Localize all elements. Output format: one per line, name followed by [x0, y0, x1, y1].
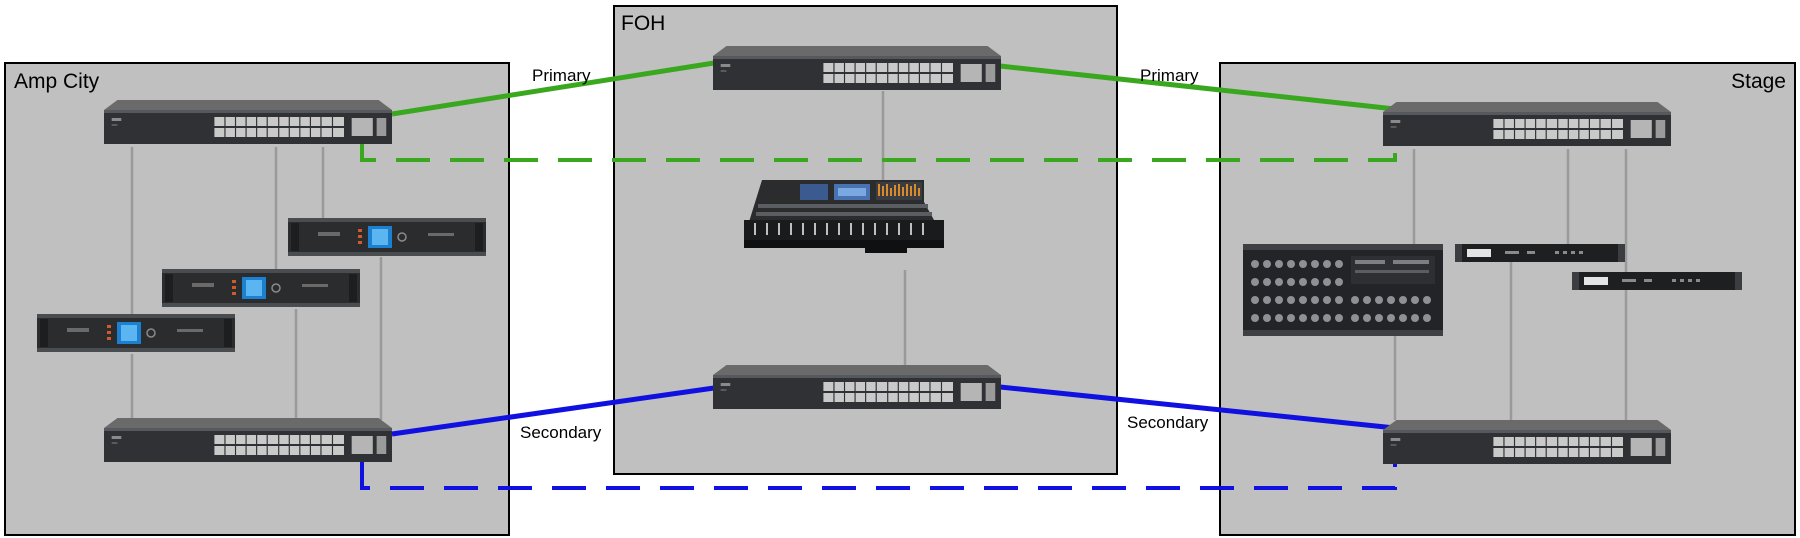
amplifier-icon — [287, 217, 487, 257]
switch-icon — [1382, 101, 1672, 147]
zone-title-amp-city: Amp City — [14, 70, 100, 93]
drop-cables — [130, 91, 1628, 420]
secondary-link-right — [999, 384, 1396, 431]
label-secondary-right: Secondary — [1127, 413, 1209, 432]
label-primary-left: Primary — [532, 66, 591, 85]
receiver-icon — [1455, 244, 1625, 262]
label-secondary-left: Secondary — [520, 423, 602, 442]
switch-icon — [712, 364, 1002, 410]
label-primary-right: Primary — [1140, 66, 1199, 85]
primary-link-left — [391, 60, 715, 117]
switch-icon — [1382, 419, 1672, 465]
primary-backup-dashed — [360, 140, 1397, 162]
stagebox-icon — [1243, 244, 1443, 336]
zone-title-foh: FOH — [621, 12, 665, 35]
switch-icon — [712, 45, 1002, 91]
primary-link-right — [999, 63, 1396, 112]
amplifier-icon — [36, 313, 236, 353]
secondary-backup-dashed — [360, 462, 1397, 490]
switch-icon — [103, 99, 393, 145]
zone-title-stage: Stage — [1731, 70, 1786, 93]
secondary-link-left — [391, 385, 715, 437]
receiver-icon — [1572, 272, 1742, 290]
console-icon — [744, 180, 944, 253]
switch-icon — [103, 417, 393, 463]
amplifier-icon — [161, 268, 361, 308]
